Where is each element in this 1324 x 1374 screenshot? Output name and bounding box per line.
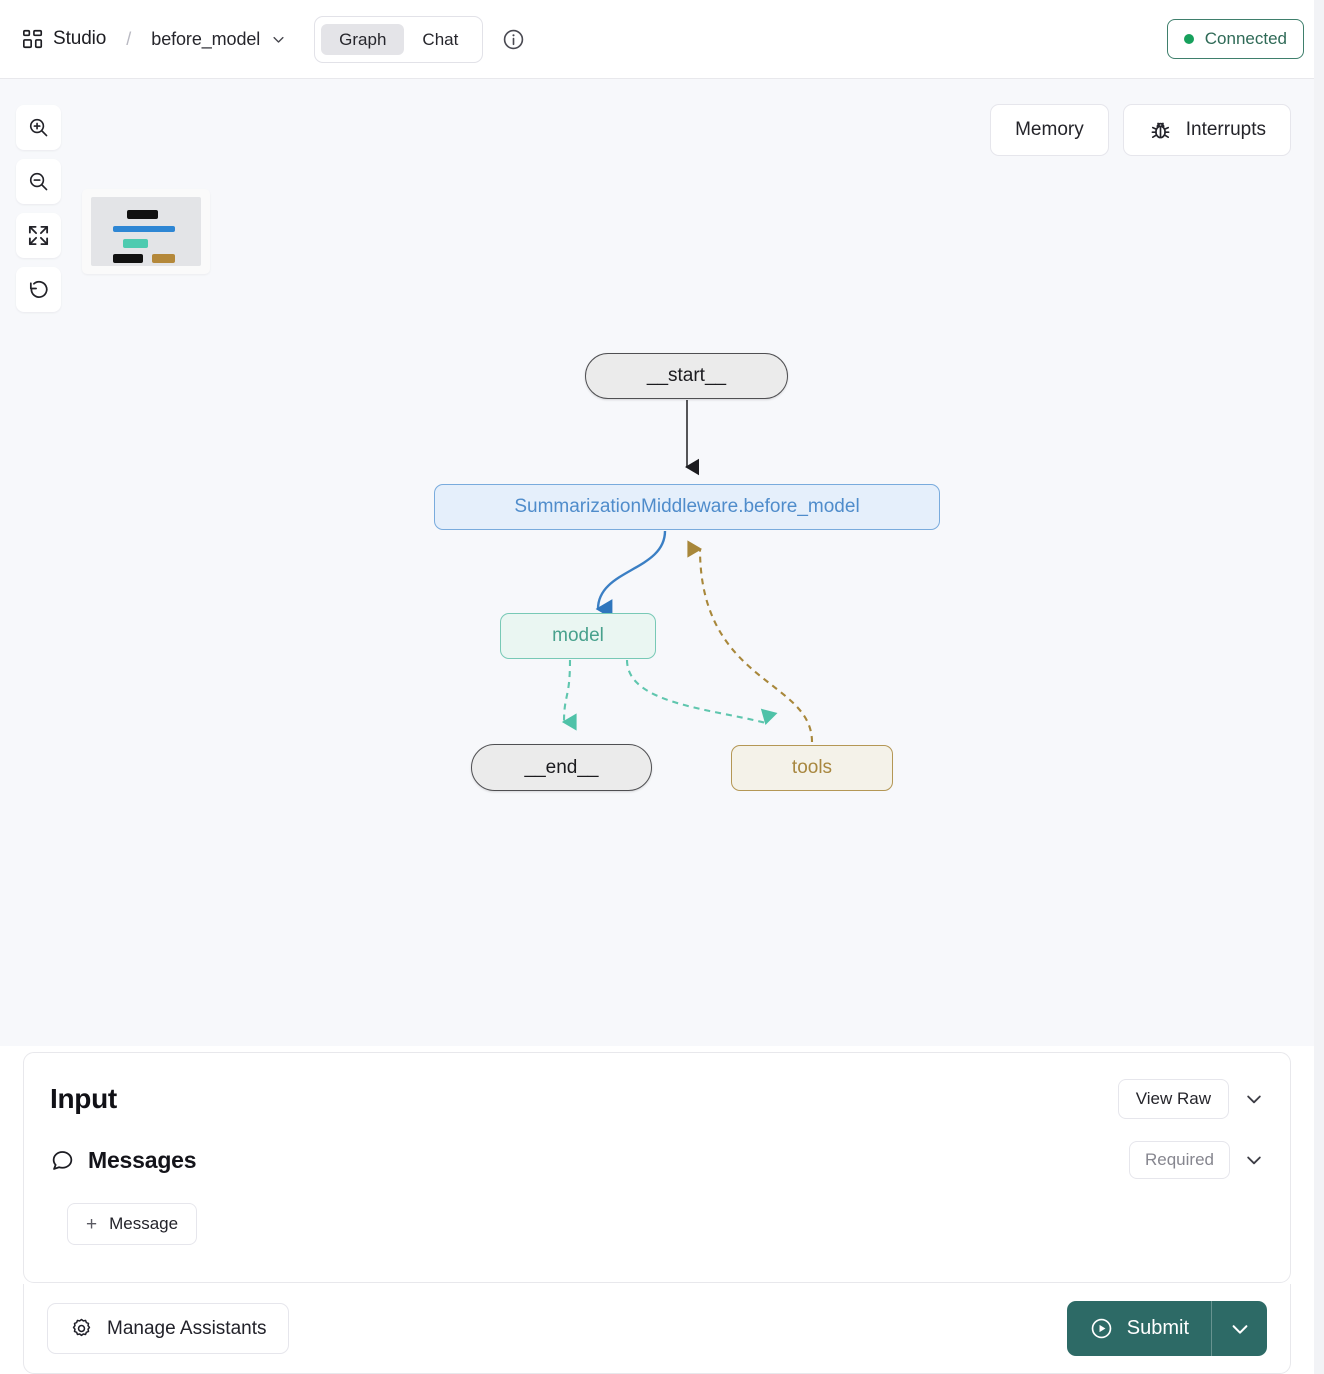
breadcrumb-separator: / xyxy=(126,28,132,49)
required-badge: Required xyxy=(1129,1141,1230,1179)
messages-label: Messages xyxy=(88,1146,197,1173)
input-panel: Input View Raw Messages Required xyxy=(23,1052,1291,1283)
graph-edges xyxy=(561,400,814,743)
add-message-button[interactable]: + Message xyxy=(67,1203,198,1245)
reset-view-button[interactable] xyxy=(16,267,61,312)
zoom-out-button[interactable] xyxy=(16,159,61,204)
graph-node-middleware[interactable]: SummarizationMiddleware.before_model xyxy=(434,484,940,530)
connection-dot-icon xyxy=(1183,34,1194,44)
interrupts-button[interactable]: Interrupts xyxy=(1122,104,1291,156)
fit-view-button[interactable] xyxy=(16,213,61,258)
graph-canvas[interactable]: Memory xyxy=(0,79,1314,1046)
minimap-node-bar xyxy=(113,226,175,232)
project-name[interactable]: before_model xyxy=(151,28,261,49)
plus-icon: + xyxy=(86,1213,98,1235)
minimap-viewport xyxy=(91,197,201,266)
header-right: Connected xyxy=(1155,19,1304,59)
memory-button[interactable]: Memory xyxy=(990,104,1109,156)
canvas-toolbar xyxy=(16,105,61,312)
minimap-node-bar xyxy=(127,210,158,219)
app-header: Studio / before_model Graph Chat Co xyxy=(0,0,1314,79)
view-mode-tabs: Graph Chat xyxy=(314,15,484,63)
magnifier-plus-icon xyxy=(27,116,50,139)
bottom-action-bar: Manage Assistants Submit xyxy=(23,1284,1291,1374)
manage-assistants-button[interactable]: Manage Assistants xyxy=(47,1303,290,1354)
play-circle-icon xyxy=(1089,1316,1114,1341)
graph-minimap[interactable] xyxy=(82,189,210,274)
connection-status-badge[interactable]: Connected xyxy=(1166,19,1304,59)
messages-field-header: Messages Required xyxy=(24,1119,1290,1179)
project-chevron-down-icon[interactable] xyxy=(271,32,286,47)
minimap-node-bar xyxy=(152,254,175,263)
zoom-in-button[interactable] xyxy=(16,105,61,150)
view-raw-button[interactable]: View Raw xyxy=(1117,1079,1229,1119)
submit-options-chevron-down-icon[interactable] xyxy=(1211,1301,1267,1356)
add-message-label: Message xyxy=(109,1214,179,1233)
graph-node-tools[interactable]: tools xyxy=(731,745,893,791)
tab-chat[interactable]: Chat xyxy=(422,29,459,49)
graph-node-middleware-label: SummarizationMiddleware.before_model xyxy=(514,496,860,517)
input-panel-header: Input View Raw xyxy=(24,1053,1290,1119)
manage-assistants-label: Manage Assistants xyxy=(107,1317,267,1339)
minimap-node-bar xyxy=(113,254,143,263)
undo-arrow-icon xyxy=(27,278,50,301)
graph-node-end[interactable]: __end__ xyxy=(471,744,652,791)
bug-icon xyxy=(1148,118,1173,143)
messages-field-meta: Required xyxy=(1129,1141,1264,1179)
interrupts-button-label: Interrupts xyxy=(1185,119,1266,140)
graph-node-end-label: __end__ xyxy=(524,756,599,778)
graph-node-start[interactable]: __start__ xyxy=(585,353,788,399)
studio-label[interactable]: Studio xyxy=(53,28,107,49)
studio-logo-icon xyxy=(22,28,44,50)
right-edge-strip xyxy=(1314,0,1324,1374)
submit-button-group: Submit xyxy=(1066,1301,1267,1356)
page-title: Input xyxy=(50,1083,117,1114)
gear-icon xyxy=(70,1317,93,1340)
input-panel-header-actions: View Raw xyxy=(1117,1079,1264,1119)
memory-button-label: Memory xyxy=(1015,119,1084,140)
magnifier-minus-icon xyxy=(27,170,50,193)
messages-collapse-chevron-down-icon[interactable] xyxy=(1244,1150,1264,1170)
expand-arrows-icon xyxy=(27,224,50,247)
breadcrumb: Studio / before_model xyxy=(22,28,286,50)
canvas-action-buttons: Memory xyxy=(990,104,1291,156)
chat-bubble-icon xyxy=(50,1148,75,1173)
tab-graph[interactable]: Graph xyxy=(321,23,405,55)
graph-node-tools-label: tools xyxy=(791,757,833,778)
graph-node-model-label: model xyxy=(552,625,604,646)
submit-button-label: Submit xyxy=(1126,1317,1189,1339)
connection-status-label: Connected xyxy=(1204,29,1287,48)
submit-button[interactable]: Submit xyxy=(1067,1301,1211,1356)
input-collapse-chevron-down-icon[interactable] xyxy=(1244,1089,1264,1109)
graph-node-start-label: __start__ xyxy=(646,365,727,386)
minimap-node-bar xyxy=(123,239,148,248)
info-circle-icon[interactable] xyxy=(502,28,525,51)
graph-node-model[interactable]: model xyxy=(500,613,656,659)
